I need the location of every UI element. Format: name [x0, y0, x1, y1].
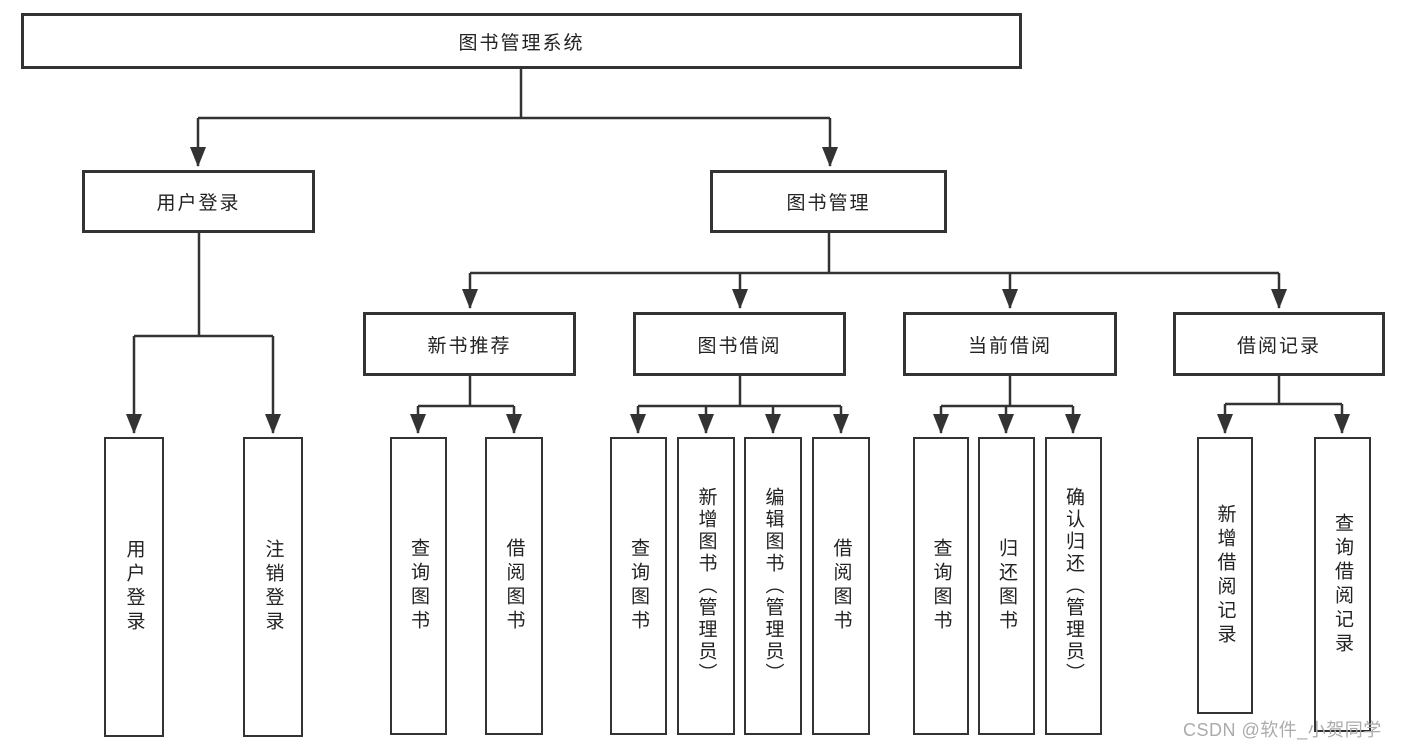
- leaf-borrow-books-2-label: 借阅图书: [830, 538, 852, 634]
- leaf-borrow-books-2: 借阅图书: [812, 437, 870, 735]
- node-book-management-label: 图书管理: [786, 193, 871, 214]
- leaf-return-book-label: 归还图书: [996, 538, 1017, 634]
- leaf-borrow-books-1-label: 借阅图书: [503, 538, 525, 634]
- node-user-login-label: 用户登录: [156, 193, 241, 214]
- leaf-user-login: 用户登录: [104, 437, 164, 737]
- node-book-borrowing-label: 图书借阅: [697, 335, 782, 357]
- node-borrowing-records-label: 借阅记录: [1236, 335, 1321, 357]
- leaf-add-borrow-record-label: 新增借阅记录: [1214, 503, 1236, 648]
- leaf-query-books-2: 查询图书: [610, 437, 667, 735]
- watermark-text: CSDN @软件_小贺同学: [1183, 720, 1382, 740]
- node-user-login: 用户登录: [82, 170, 315, 233]
- leaf-add-borrow-record: 新增借阅记录: [1197, 437, 1253, 714]
- leaf-confirm-return-admin-label: 确认归还（管理员）: [1063, 487, 1084, 685]
- leaf-edit-book-admin-label: 编辑图书（管理员）: [762, 487, 784, 685]
- leaf-logout: 注销登录: [243, 437, 303, 737]
- node-book-management: 图书管理: [710, 170, 947, 233]
- leaf-add-book-admin: 新增图书（管理员）: [677, 437, 735, 735]
- leaf-confirm-return-admin: 确认归还（管理员）: [1045, 437, 1102, 735]
- node-borrowing-records: 借阅记录: [1173, 312, 1385, 376]
- leaf-query-borrow-record: 查询借阅记录: [1314, 437, 1371, 732]
- leaf-query-books-1-label: 查询图书: [408, 538, 429, 634]
- leaf-borrow-books-1: 借阅图书: [485, 437, 543, 735]
- leaf-return-book: 归还图书: [978, 437, 1035, 735]
- node-root: 图书管理系统: [21, 13, 1022, 69]
- leaf-edit-book-admin: 编辑图书（管理员）: [744, 437, 802, 735]
- leaf-logout-label: 注销登录: [262, 539, 284, 635]
- leaf-query-books-1: 查询图书: [390, 437, 447, 735]
- leaf-query-books-3: 查询图书: [913, 437, 969, 735]
- node-current-borrowing-label: 当前借阅: [967, 335, 1052, 357]
- leaf-query-books-2-label: 查询图书: [628, 538, 649, 634]
- node-root-label: 图书管理系统: [458, 32, 585, 54]
- leaf-add-book-admin-label: 新增图书（管理员）: [695, 487, 717, 685]
- node-current-borrowing: 当前借阅: [903, 312, 1117, 376]
- leaf-query-borrow-record-label: 查询借阅记录: [1332, 512, 1353, 657]
- node-new-book-recommend-label: 新书推荐: [427, 335, 512, 357]
- node-book-borrowing: 图书借阅: [633, 312, 846, 376]
- node-new-book-recommend: 新书推荐: [363, 312, 576, 376]
- leaf-user-login-label: 用户登录: [123, 539, 145, 635]
- leaf-query-books-3-label: 查询图书: [930, 538, 952, 634]
